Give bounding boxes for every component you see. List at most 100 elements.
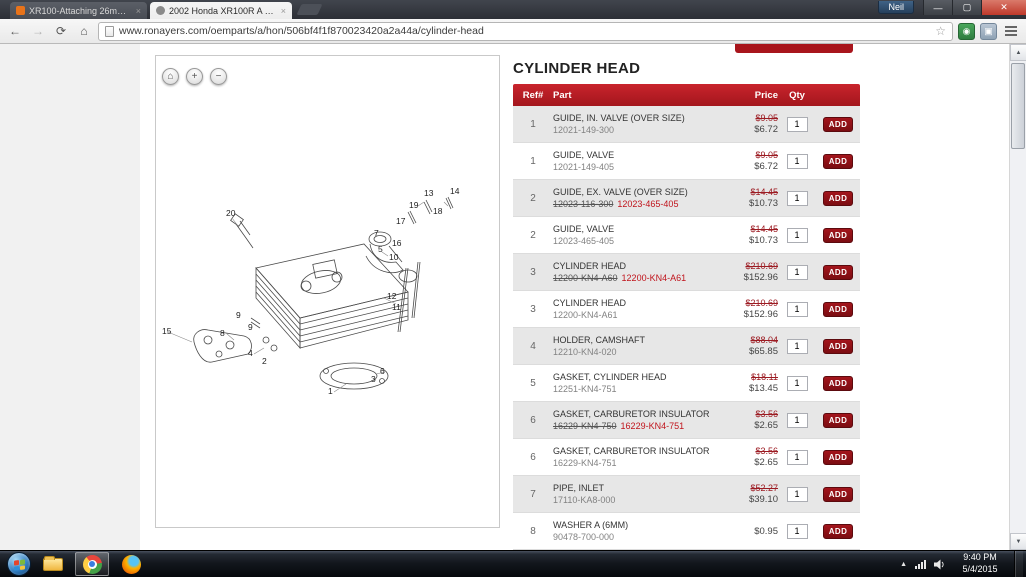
qty-input[interactable] [786, 449, 808, 465]
minimize-button[interactable]: — [923, 0, 952, 15]
row-price: $10.73 [748, 235, 778, 246]
tray-expand-icon[interactable]: ▲ [900, 560, 907, 568]
maximize-button[interactable]: ▢ [952, 0, 981, 15]
add-button[interactable]: ADD [823, 412, 853, 428]
add-button[interactable]: ADD [823, 449, 853, 465]
row-part-name: GUIDE, EX. VALVE (OVER SIZE) [553, 187, 688, 197]
home-icon[interactable]: ⌂ [80, 24, 88, 38]
row-price-old: $52.27 [750, 483, 778, 493]
row-part-number-old: 16229-KN4-750 [553, 421, 617, 431]
row-price-old: $9.05 [755, 113, 778, 123]
back-icon[interactable]: ← [9, 24, 21, 38]
table-row: 7 PIPE, INLET 17110-KA8-000 $52.27 $39.1… [513, 476, 860, 513]
tab-video[interactable]: XR100-Attaching 26mm C × [10, 2, 147, 19]
scroll-down-icon[interactable]: ▼ [1010, 533, 1026, 550]
extension-icon-2[interactable]: ▣ [980, 22, 997, 40]
row-part-numbers: 16229-KN4-751 [553, 458, 712, 468]
taskbar-clock[interactable]: 9:40 PM 5/4/2015 [954, 552, 1006, 575]
row-ref: 6 [530, 414, 536, 426]
diagram-callout: 10 [389, 252, 399, 262]
tab-close-icon[interactable]: × [280, 5, 286, 16]
close-button[interactable]: ✕ [981, 0, 1026, 15]
add-button[interactable]: ADD [823, 375, 853, 391]
windows-taskbar: ▲ 9:40 PM 5/4/2015 [0, 550, 1026, 577]
qty-input[interactable] [786, 301, 808, 317]
show-desktop-button[interactable] [1014, 550, 1023, 577]
parts-panel: CYLINDER HEAD Ref# Part Price Qty 1 GUID… [513, 60, 860, 550]
qty-input[interactable] [786, 116, 808, 132]
diagram-callout: 7 [374, 228, 379, 238]
row-price: $2.65 [754, 457, 778, 468]
add-button[interactable]: ADD [823, 523, 853, 539]
new-tab-button[interactable] [296, 4, 323, 15]
scroll-up-icon[interactable]: ▲ [1010, 44, 1026, 61]
add-button[interactable]: ADD [823, 486, 853, 502]
forward-icon[interactable]: → [32, 24, 44, 38]
row-price-cell: $3.56 $2.65 [716, 409, 778, 431]
diagram-callout: 17 [396, 216, 406, 226]
tab-parts-page[interactable]: 2002 Honda XR100R A CY × [150, 2, 292, 19]
row-price: $10.73 [748, 198, 778, 209]
row-part-name: GASKET, CARBURETOR INSULATOR [553, 409, 710, 419]
row-part-cell: HOLDER, CAMSHAFT 12210-KN4-020 [553, 335, 716, 357]
qty-input[interactable] [786, 338, 808, 354]
qty-input[interactable] [786, 153, 808, 169]
row-price-cell: $18.11 $13.45 [716, 372, 778, 394]
row-ref: 3 [530, 303, 536, 315]
qty-input[interactable] [786, 486, 808, 502]
row-price-old: $210.69 [745, 298, 778, 308]
qty-input[interactable] [786, 375, 808, 391]
row-part-cell: GASKET, CYLINDER HEAD 12251-KN4-751 [553, 372, 716, 394]
add-button[interactable]: ADD [823, 190, 853, 206]
qty-input[interactable] [786, 264, 808, 280]
add-button[interactable]: ADD [823, 116, 853, 132]
add-button[interactable]: ADD [823, 338, 853, 354]
row-part-cell: CYLINDER HEAD 12200-KN4-A61 [553, 298, 716, 320]
row-price: $6.72 [754, 124, 778, 135]
taskbar-explorer-icon[interactable] [36, 552, 70, 576]
row-part-name: GUIDE, IN. VALVE (OVER SIZE) [553, 113, 685, 123]
scrollbar-thumb[interactable] [1011, 63, 1025, 149]
row-part-cell: GASKET, CARBURETOR INSULATOR 16229-KN4-7… [553, 409, 716, 431]
table-row: 3 CYLINDER HEAD 12200-KN4-A61 $210.69 $1… [513, 291, 860, 328]
row-part-name: GUIDE, VALVE [553, 150, 615, 160]
add-button[interactable]: ADD [823, 153, 853, 169]
qty-input[interactable] [786, 227, 808, 243]
add-button[interactable]: ADD [823, 301, 853, 317]
taskbar-chrome-icon[interactable] [75, 552, 109, 576]
menu-icon[interactable] [1002, 22, 1020, 40]
reload-icon[interactable]: ⟳ [55, 24, 67, 38]
bookmark-star-icon[interactable]: ☆ [935, 24, 946, 38]
row-part-name: GUIDE, VALVE [553, 224, 615, 234]
qty-input[interactable] [786, 190, 808, 206]
page-scrollbar[interactable]: ▲ ▼ [1009, 44, 1026, 550]
diagram-art [167, 196, 454, 393]
row-price-old: $210.69 [745, 261, 778, 271]
qty-input[interactable] [786, 523, 808, 539]
profile-button[interactable]: Neil [878, 1, 914, 14]
zoom-out-button[interactable]: − [210, 68, 227, 85]
start-button[interactable] [7, 552, 31, 576]
add-button[interactable]: ADD [823, 227, 853, 243]
address-bar[interactable]: www.ronayers.com/oemparts/a/hon/506bf4f1… [98, 21, 953, 41]
volume-icon[interactable] [934, 559, 946, 570]
extension-icon-1[interactable]: ◉ [958, 22, 975, 40]
row-part-numbers: 12021-149-405 [553, 162, 712, 172]
tab-close-icon[interactable]: × [135, 5, 141, 16]
qty-input[interactable] [786, 412, 808, 428]
network-icon[interactable] [915, 559, 926, 569]
zoom-in-button[interactable]: + [186, 68, 203, 85]
diagram-home-button[interactable]: ⌂ [162, 68, 179, 85]
diagram-callout: 8 [220, 328, 225, 338]
taskbar-firefox-icon[interactable] [114, 552, 148, 576]
page-content: ⌂ + − [0, 44, 1026, 550]
windows-logo-icon [14, 559, 25, 571]
add-button[interactable]: ADD [823, 264, 853, 280]
row-price-old: $3.56 [755, 446, 778, 456]
cart-button-partial[interactable] [735, 44, 853, 53]
row-part-cell: GUIDE, VALVE 12021-149-405 [553, 150, 716, 172]
diagram-callout: 6 [380, 366, 385, 376]
row-ref: 7 [530, 488, 536, 500]
row-part-name: WASHER A (6MM) [553, 520, 629, 530]
